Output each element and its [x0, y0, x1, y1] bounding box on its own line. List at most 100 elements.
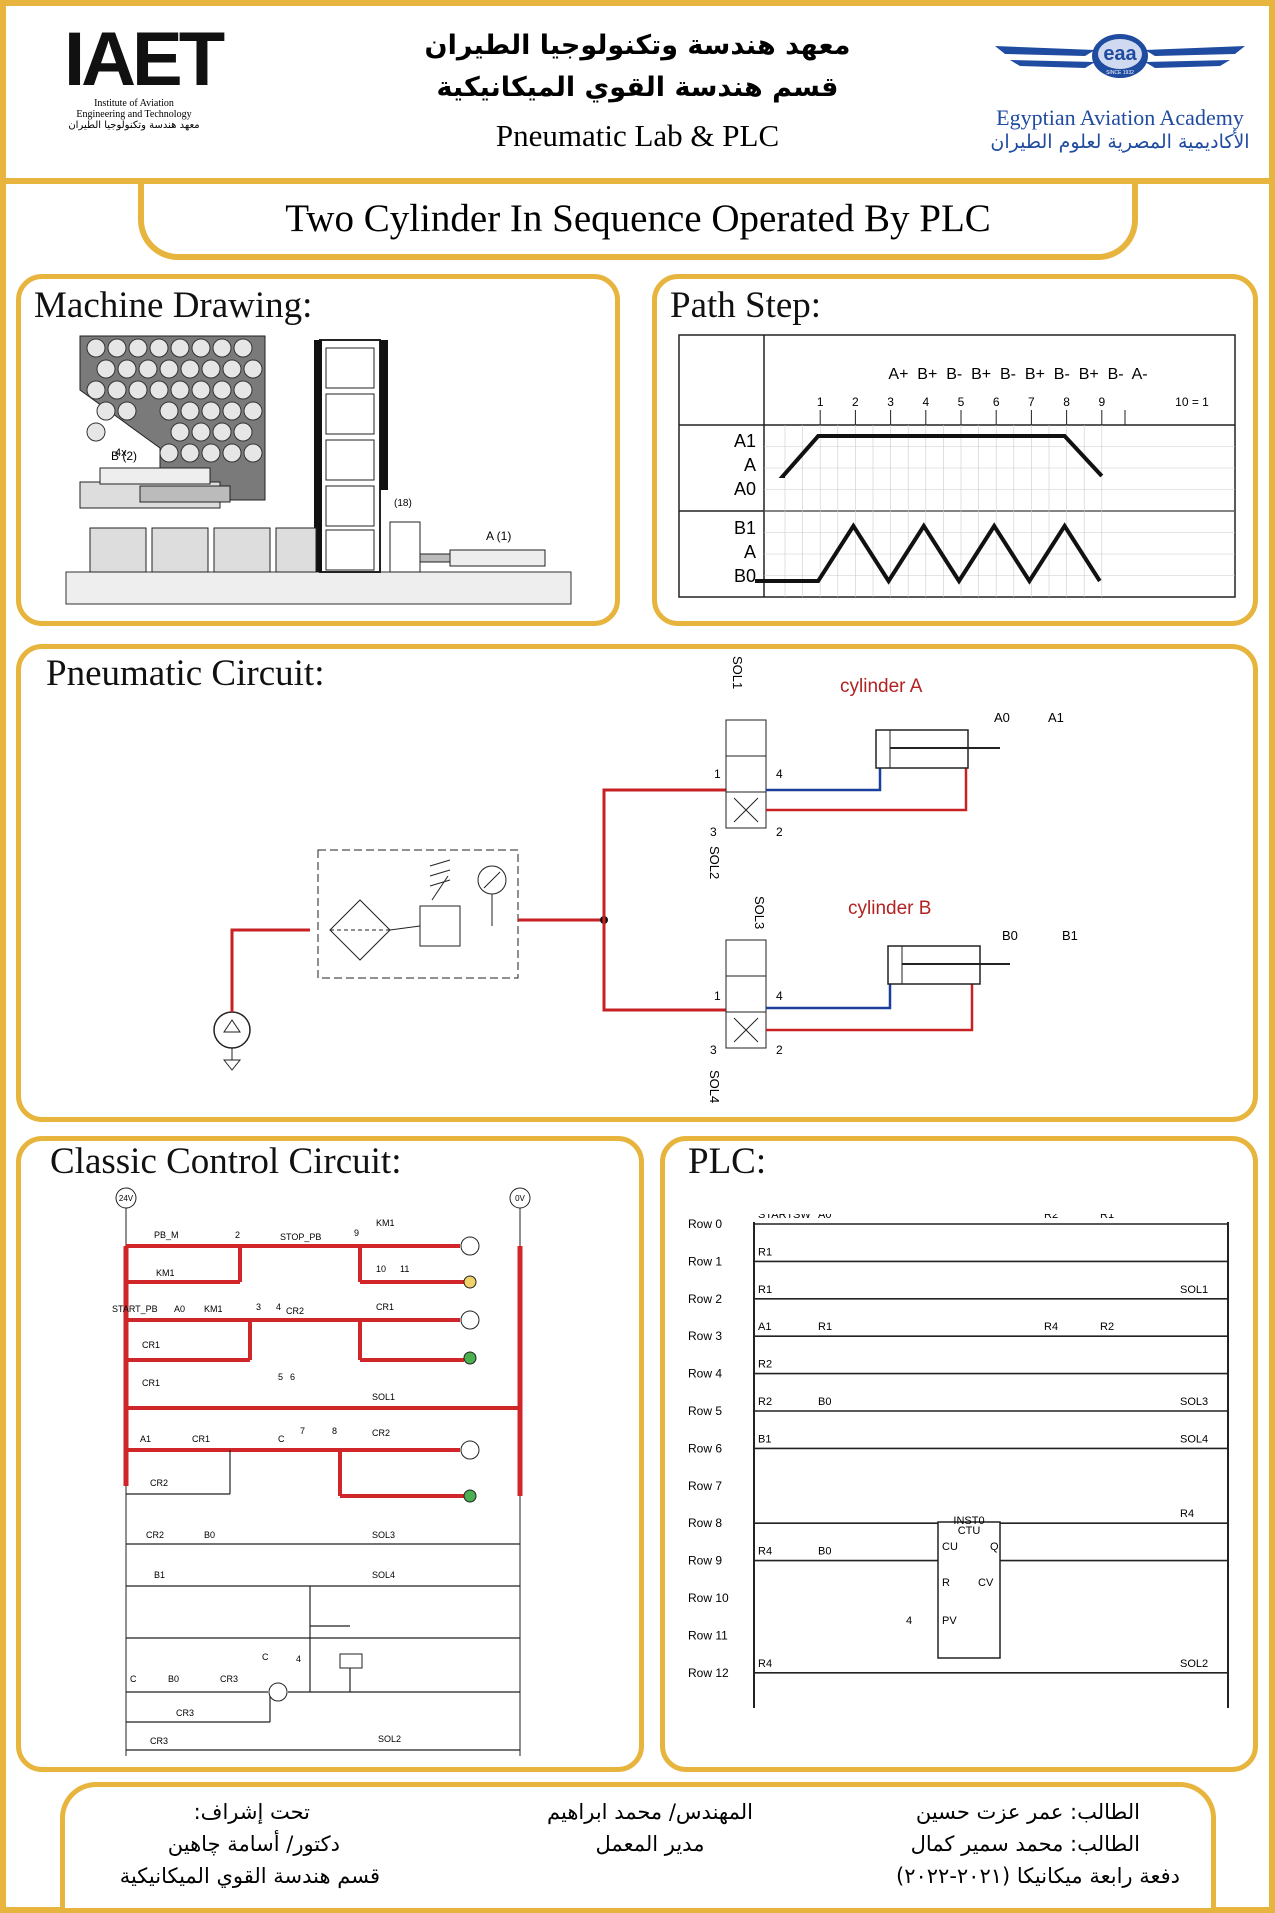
a1-label: A1	[734, 431, 756, 451]
roll-icon	[233, 380, 253, 400]
roll-icon	[149, 338, 169, 358]
classic-label: 6	[290, 1372, 295, 1382]
roll-icon	[212, 380, 232, 400]
a-label: A	[744, 455, 756, 475]
eaa-mark: eaa	[1103, 43, 1137, 65]
ctu-cu: CU	[942, 1541, 958, 1553]
plc-row-label: Row 7	[688, 1479, 722, 1493]
roll-icon	[159, 401, 179, 421]
plc-contact-label: SOL2	[1180, 1658, 1208, 1670]
ctu-name: INST0	[953, 1515, 984, 1527]
roll-icon	[86, 380, 106, 400]
path-end-label: 10 = 1	[1175, 395, 1209, 409]
roll-icon	[212, 422, 232, 442]
classic-label: PB_M	[154, 1230, 179, 1240]
a1-sensor-label: A1	[1048, 710, 1064, 725]
roll-icon	[159, 443, 179, 463]
v24-label: 24V	[119, 1194, 134, 1203]
eaa-wings-icon: eaa SINCE 1932	[995, 34, 1245, 78]
footer-panel	[60, 1782, 1216, 1908]
roll-icon	[128, 380, 148, 400]
classic-label: CR3	[150, 1736, 168, 1746]
plc-contact-label: B0	[818, 1546, 831, 1558]
v1-port4: 4	[776, 767, 783, 781]
classic-label: CR2	[146, 1530, 164, 1540]
roll-icon	[201, 401, 221, 421]
step-tick-label: 2	[852, 395, 859, 409]
plc-contact-label: SOL4	[1180, 1433, 1208, 1445]
roll-icon	[138, 359, 158, 379]
header-lab-title: Pneumatic Lab & PLC	[495, 118, 780, 153]
v1-port2: 2	[776, 825, 783, 839]
roll-icon	[107, 338, 127, 358]
plc-row-label: Row 3	[688, 1329, 722, 1343]
plc-row-label: Row 12	[688, 1666, 729, 1680]
classic-label: 9	[354, 1228, 359, 1238]
roll-icon	[159, 359, 179, 379]
roll-icon	[117, 359, 137, 379]
ctu-block	[937, 1521, 1001, 1659]
roll-icon	[180, 401, 200, 421]
iaet-caption-1: Institute of Aviation	[94, 98, 174, 109]
plc-contact-label: STARTSW	[758, 1214, 811, 1221]
a0-label: A0	[734, 479, 756, 499]
plc-contact-label: R1	[1100, 1214, 1114, 1221]
plc-heading: PLC:	[688, 1141, 767, 1182]
classic-control-panel	[16, 1136, 644, 1772]
classic-label: 8	[332, 1426, 337, 1436]
roll-icon	[107, 380, 127, 400]
roll-icon	[243, 359, 263, 379]
classic-label: C	[278, 1434, 285, 1444]
b-a-label: A	[744, 542, 756, 562]
classic-label: 5	[278, 1372, 283, 1382]
step-tick-label: 6	[993, 395, 1000, 409]
classic-label: KM1	[204, 1304, 223, 1314]
classic-label: START_PB	[112, 1304, 158, 1314]
series-b-line	[755, 522, 1102, 585]
iaet-caption-2: Engineering and Technology	[76, 109, 192, 120]
student-1: الطالب: عمر عزت حسين	[915, 1800, 1140, 1824]
pneumatic-heading: Pneumatic Circuit:	[46, 653, 325, 694]
classic-label: CR2	[372, 1428, 390, 1438]
plc-row-label: Row 4	[688, 1367, 722, 1381]
path-sequence-label: A+ B+ B- B+ B- B+ B- B+ B- A-	[888, 366, 1147, 383]
classic-label: 7	[300, 1426, 305, 1436]
roll-icon	[233, 422, 253, 442]
roll-icon	[86, 338, 106, 358]
roll-icon	[170, 422, 190, 442]
sol1-label: SOL1	[730, 656, 745, 689]
plc-contact-label: SOL3	[1180, 1396, 1208, 1408]
label-4x: 4x	[115, 447, 127, 459]
plc-contact-label: R2	[1100, 1321, 1114, 1333]
label-cylinder-a: A (1)	[486, 529, 511, 543]
header-institute-ar: معهد هندسة وتكنولوجيا الطيران	[424, 30, 851, 61]
v0-label: 0V	[515, 1194, 525, 1203]
ctu-r: R	[942, 1577, 950, 1589]
plc-contact-label: R4	[758, 1546, 772, 1558]
step-tick-label: 9	[1098, 395, 1105, 409]
classic-label: C	[262, 1652, 269, 1662]
plc-row-label: Row 2	[688, 1292, 722, 1306]
classic-label: KM1	[376, 1218, 395, 1228]
classic-label: SOL4	[372, 1570, 395, 1580]
roll-icon	[243, 401, 263, 421]
label-18: (18)	[394, 498, 412, 509]
regulator-icon	[419, 905, 461, 947]
iaet-caption-ar: معهد هندسة وتكنولوجيا الطيران	[68, 120, 200, 131]
v2-port1: 1	[714, 989, 721, 1003]
pneumatic-diagram: 1 4 2 3 SOL1 SOL2 cylinder A A0 A1 1 4 2…	[213, 656, 1078, 1103]
plc-panel	[660, 1136, 1258, 1772]
ctu-cv: CV	[978, 1577, 994, 1589]
classic-label: 11	[400, 1264, 409, 1274]
plc-contact-label: B0	[818, 1396, 831, 1408]
roll-icon	[117, 401, 137, 421]
step-tick-label: 3	[887, 395, 894, 409]
roll-icon	[191, 338, 211, 358]
plc-row-label: Row 0	[688, 1217, 722, 1231]
plc-row-label: Row 11	[688, 1628, 728, 1642]
roll-icon	[233, 338, 253, 358]
plc-contact-label: R2	[1044, 1214, 1058, 1221]
step-tick-label: 8	[1063, 395, 1070, 409]
